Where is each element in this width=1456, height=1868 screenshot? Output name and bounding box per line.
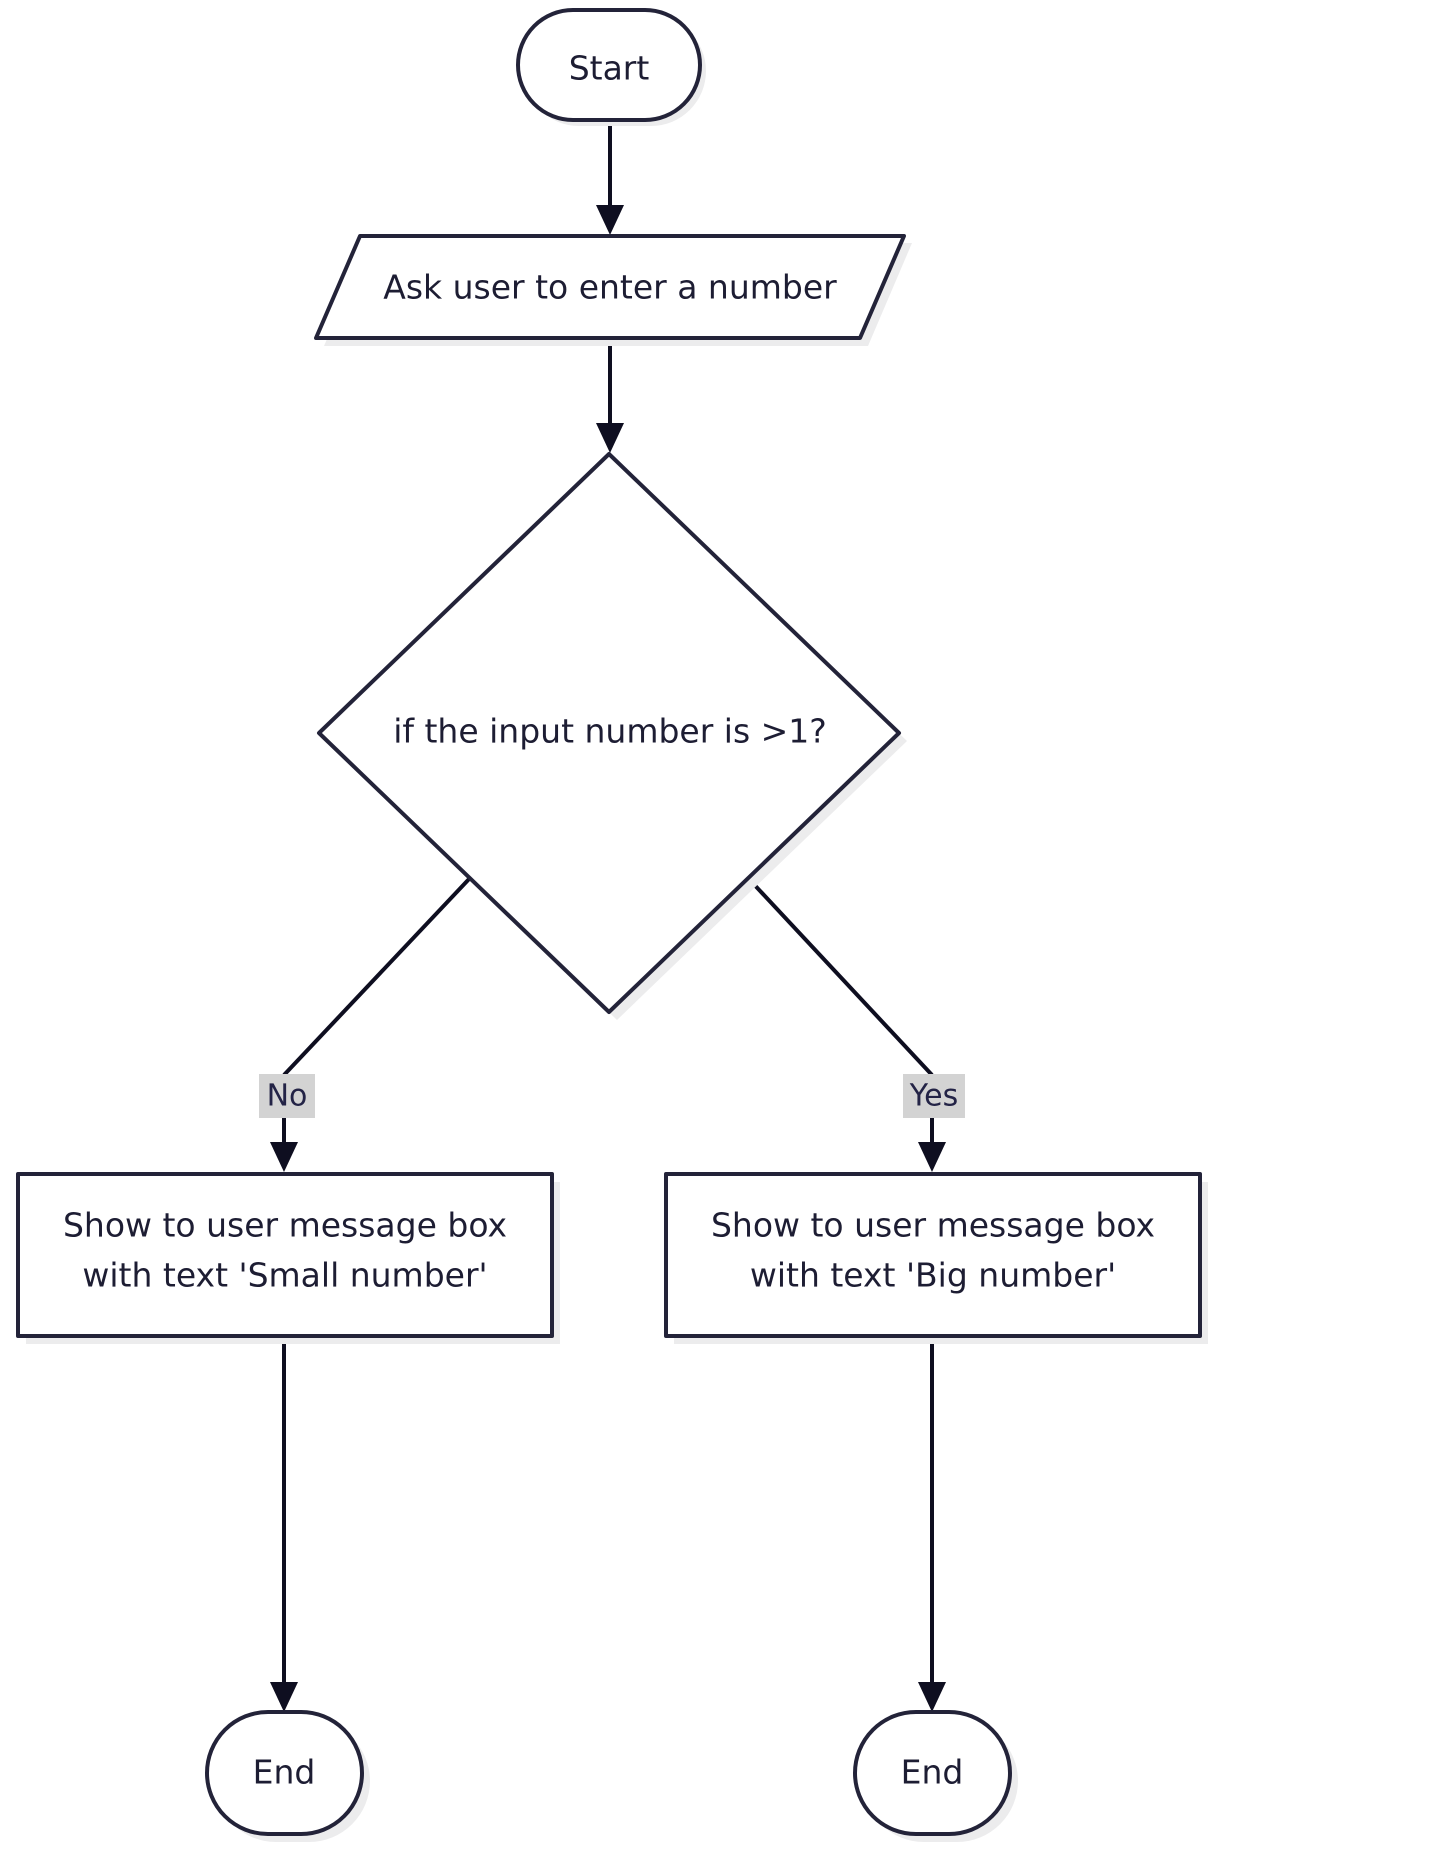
edge-label-yes: Yes (903, 1074, 965, 1118)
node-small-number[interactable]: Show to user message box with text 'Smal… (16, 1172, 560, 1344)
edge-decision-to-big-number (746, 876, 946, 1172)
node-end-left[interactable]: End (205, 1710, 370, 1842)
edge-label-no: No (259, 1074, 315, 1118)
start-shape (516, 8, 702, 122)
edge-decision-to-small-number (270, 876, 472, 1172)
end-right-label: End (901, 1753, 964, 1792)
node-end-right[interactable]: End (853, 1710, 1018, 1842)
end-right-shape (853, 1710, 1012, 1836)
edge-small-number-to-end-left (270, 1340, 298, 1712)
node-start[interactable]: Start (516, 8, 706, 126)
node-input[interactable]: Ask user to enter a number (314, 234, 912, 346)
node-big-number[interactable]: Show to user message box with text 'Big … (664, 1172, 1208, 1344)
decision-label: if the input number is >1? (393, 712, 827, 751)
big-number-shape (664, 1172, 1202, 1338)
big-number-label-line1: Show to user message box (711, 1206, 1155, 1245)
small-number-shape (16, 1172, 554, 1338)
end-left-shape (205, 1710, 364, 1836)
edge-start-to-input (596, 120, 624, 235)
small-number-label-line2: with text 'Small number' (82, 1256, 487, 1295)
big-number-label-line2: with text 'Big number' (750, 1256, 1116, 1295)
input-label: Ask user to enter a number (383, 268, 837, 307)
edge-label-no-text: No (267, 1079, 308, 1114)
edge-input-to-decision (596, 337, 624, 453)
small-number-label-line1: Show to user message box (63, 1206, 507, 1245)
start-label: Start (569, 49, 650, 88)
input-shape (314, 234, 906, 340)
decision-shape (317, 452, 901, 1014)
end-left-label: End (253, 1753, 316, 1792)
edge-big-number-to-end-right (918, 1340, 946, 1712)
edge-label-yes-text: Yes (909, 1079, 958, 1114)
node-decision[interactable]: if the input number is >1? (317, 452, 907, 1020)
